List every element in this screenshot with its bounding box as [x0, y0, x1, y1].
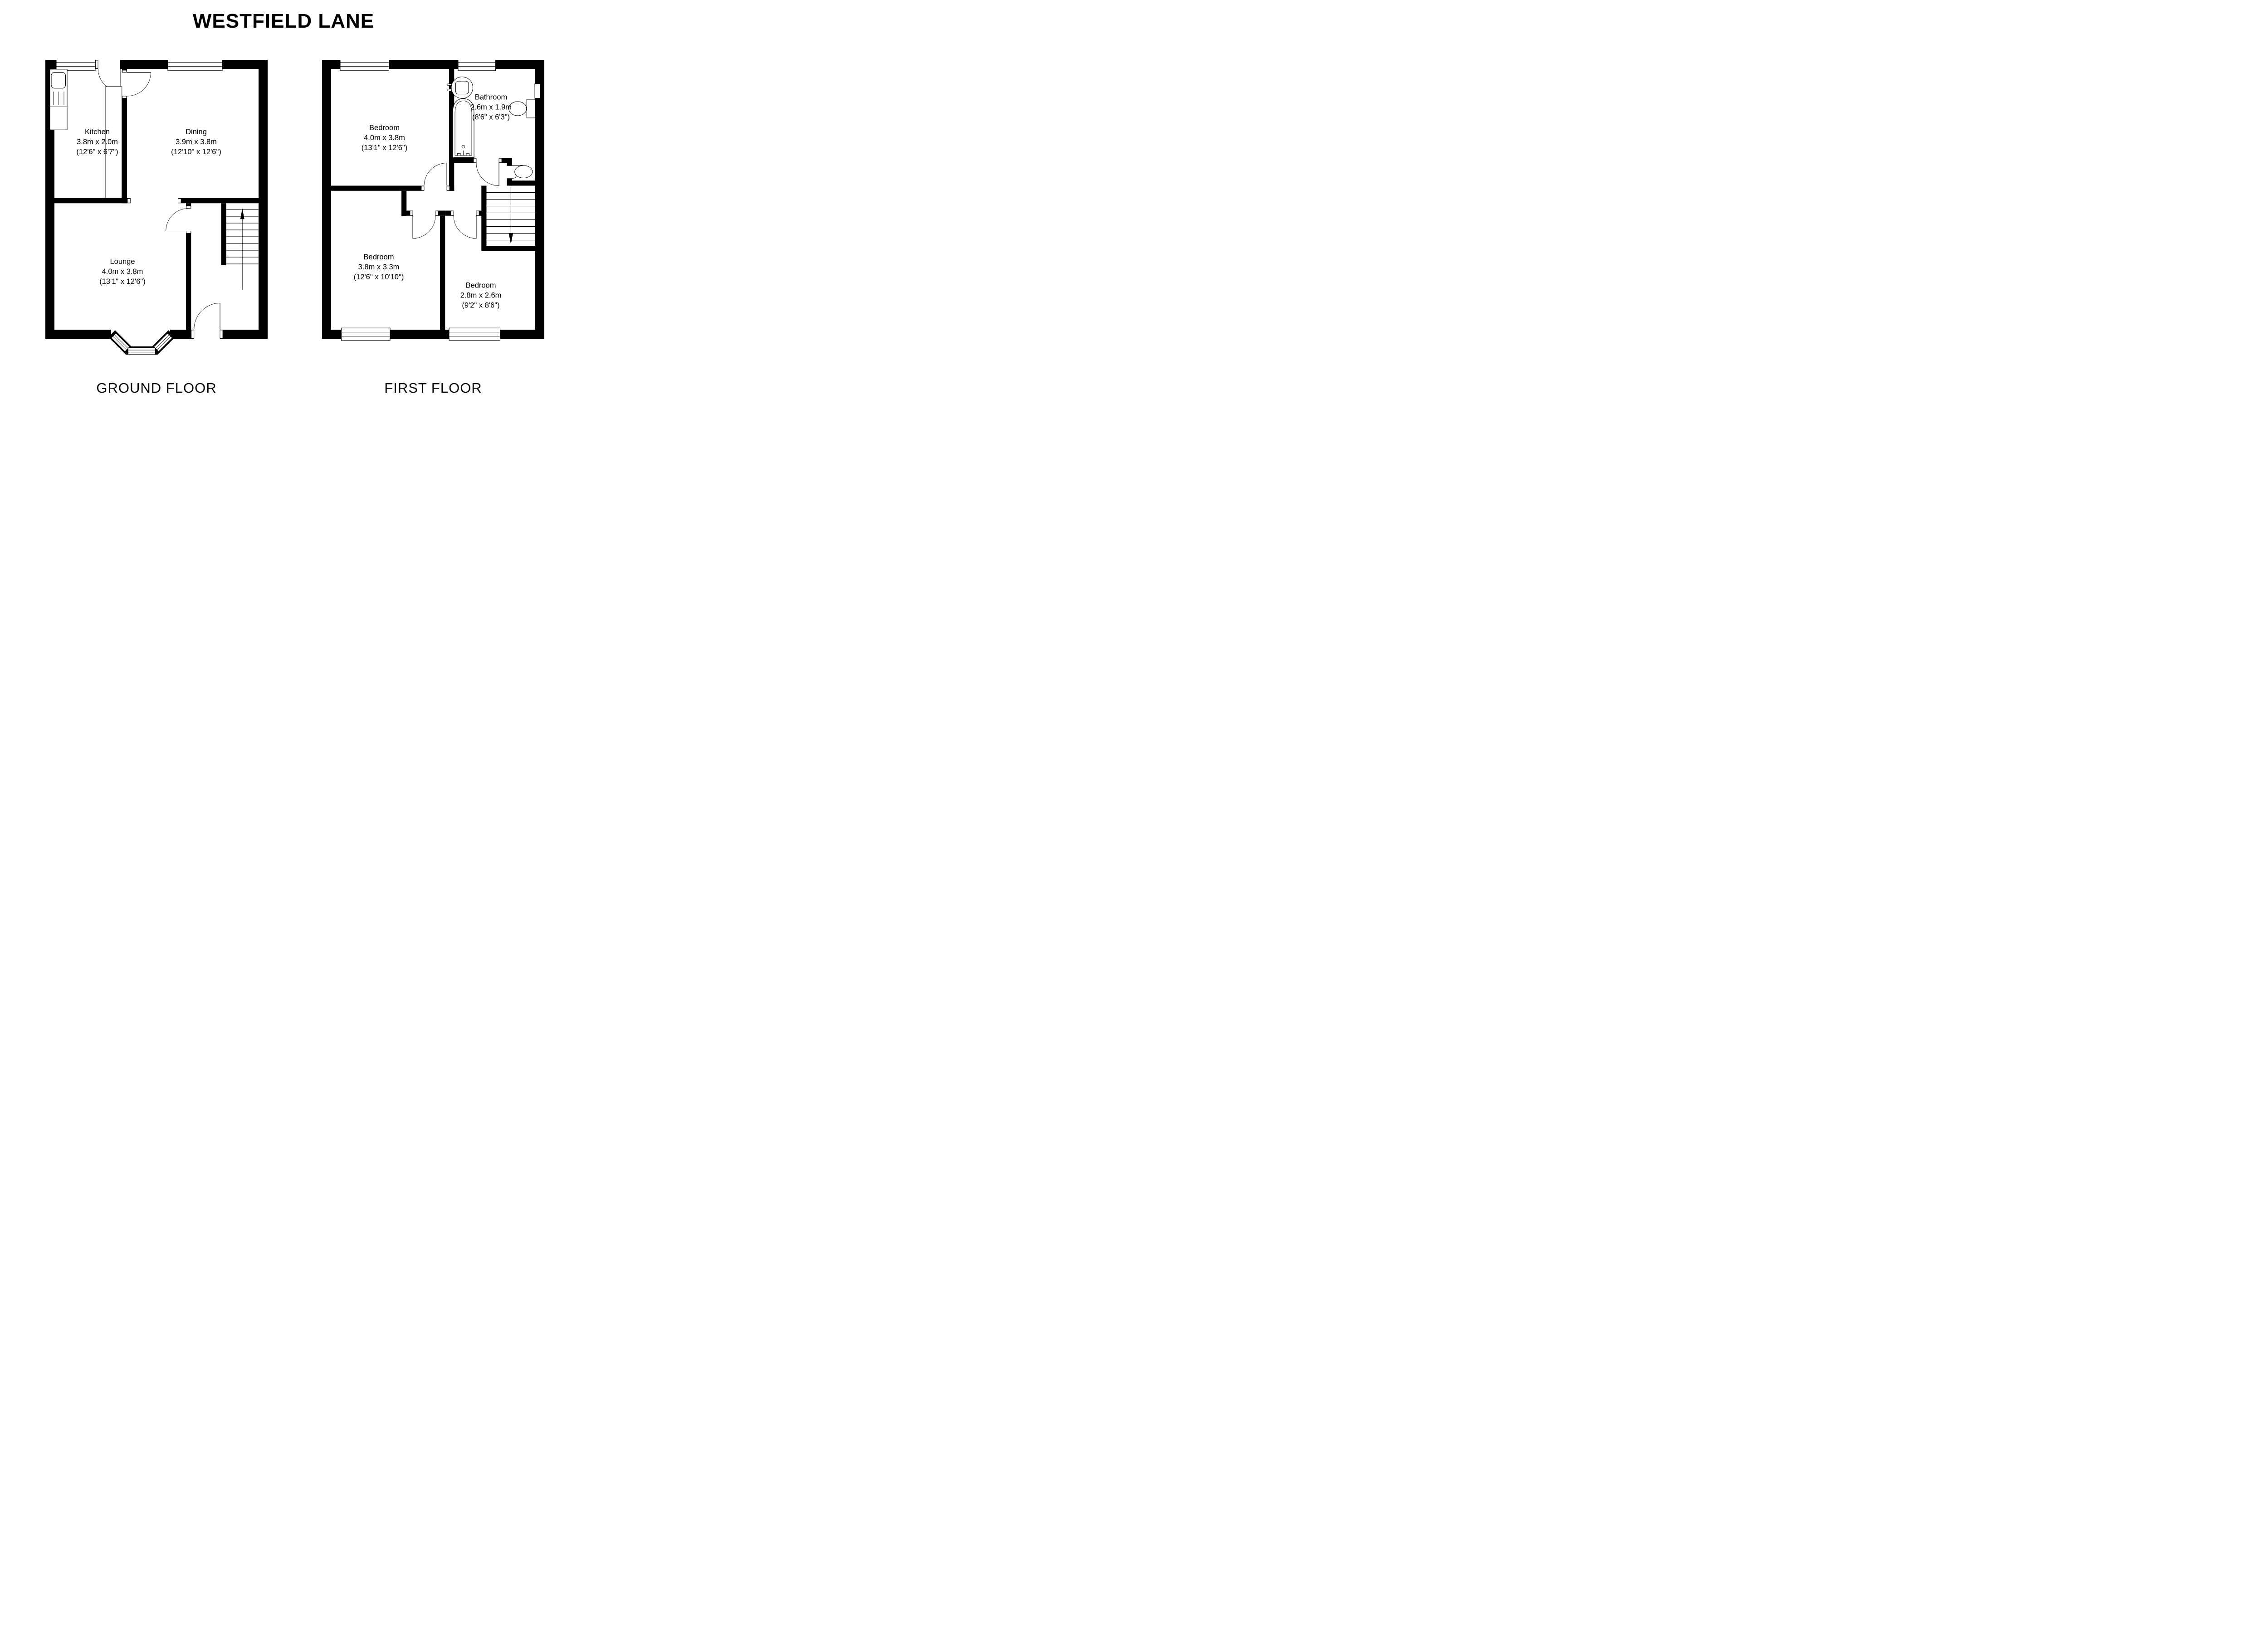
kitchen-dining-door-arc	[127, 72, 151, 97]
bath-tap-icon	[466, 153, 469, 156]
bath-tap-icon	[457, 153, 461, 156]
bedroom3-door	[450, 211, 479, 239]
bathroom-fixtures	[447, 77, 541, 158]
room-labels-ground: Kitchen 3.8m x 2.0m (12'6" x 6'7") Dinin…	[76, 128, 221, 286]
interior-walls	[331, 69, 535, 330]
bedroom2-door	[410, 211, 439, 239]
bedroom3-metric: 2.8m x 2.6m	[460, 292, 502, 300]
dining-label: Dining	[186, 128, 207, 136]
sink-drainer-lines	[53, 92, 64, 105]
cylinder-cupboard	[509, 165, 533, 179]
bedroom2-metric: 3.8m x 3.3m	[358, 263, 400, 271]
floorplan-page: WESTFIELD LANE	[0, 0, 567, 409]
bedroom3-door-arc	[453, 215, 477, 239]
kitchen-label: Kitchen	[85, 128, 110, 136]
bay-window	[108, 330, 176, 355]
kitchen-sink-icon	[51, 72, 66, 88]
hot-water-cylinder-icon	[514, 165, 533, 178]
bathroom-door	[473, 158, 502, 186]
stairs-up-arrow-icon	[240, 208, 244, 219]
lounge-label: Lounge	[110, 258, 135, 266]
toilet-icon	[508, 101, 527, 116]
dining-imperial: (12'10" x 12'6")	[171, 148, 221, 156]
dining-lounge-archway	[127, 198, 181, 203]
room-labels-first: Bedroom 4.0m x 3.8m (13'1" x 12'6") Bath…	[354, 93, 512, 310]
ground-floor-label: GROUND FLOOR	[96, 380, 217, 396]
bedroom2-door-arc	[412, 215, 436, 239]
bathroom-imperial: (8'6" x 6'3")	[472, 113, 510, 122]
bedroom2-window	[341, 327, 391, 341]
bedroom1-label: Bedroom	[369, 124, 400, 132]
stairs-down-arrow-icon	[508, 233, 513, 244]
bedroom3-imperial: (9'2" x 8'6")	[462, 302, 499, 310]
hall-lounge-door-arc	[166, 208, 189, 231]
bedroom1-metric: 4.0m x 3.8m	[364, 134, 405, 142]
basin-tap-icon	[447, 83, 452, 86]
bathtub-icon	[452, 98, 474, 158]
bedroom2-label: Bedroom	[364, 253, 394, 261]
bedroom2-imperial: (12'6" x 10'10")	[354, 273, 404, 281]
kitchen-imperial: (12'6" x 6'7")	[76, 148, 118, 156]
bedroom1-door-arc	[424, 163, 447, 186]
ground-floor-drawing: Kitchen 3.8m x 2.0m (12'6" x 6'7") Dinin…	[45, 60, 268, 355]
hall-lounge-door	[166, 206, 191, 234]
first-floor-plan: Bedroom 4.0m x 3.8m (13'1" x 12'6") Bath…	[322, 60, 544, 355]
kitchen-counter	[49, 69, 122, 199]
dining-metric: 3.9m x 3.8m	[176, 138, 217, 146]
chimney-recess	[534, 83, 541, 98]
basin-tap-icon	[447, 89, 452, 91]
bedroom1-imperial: (13'1" x 12'6")	[362, 144, 407, 152]
lounge-imperial: (13'1" x 12'6")	[99, 278, 145, 286]
first-floor-drawing: Bedroom 4.0m x 3.8m (13'1" x 12'6") Bath…	[322, 60, 544, 341]
front-door-arc	[194, 302, 220, 330]
wash-basin-icon	[451, 77, 473, 99]
kitchen-window	[56, 60, 96, 71]
staircase-first	[486, 187, 535, 244]
lounge-metric: 4.0m x 3.8m	[102, 268, 143, 276]
staircase-ground	[226, 208, 259, 290]
dining-window	[167, 60, 223, 71]
front-door	[191, 302, 223, 339]
bathroom-metric: 2.6m x 1.9m	[470, 103, 512, 112]
bedroom3-window	[449, 327, 500, 341]
bedroom1-door	[421, 163, 450, 191]
toilet-cistern-icon	[526, 99, 536, 118]
first-floor-label: FIRST FLOOR	[384, 380, 482, 396]
bathroom-window	[458, 60, 496, 71]
kitchen-metric: 3.8m x 2.0m	[77, 138, 118, 146]
interior-walls	[54, 69, 259, 330]
ground-floor-plan: Kitchen 3.8m x 2.0m (12'6" x 6'7") Dinin…	[45, 60, 268, 355]
page-title: WESTFIELD LANE	[192, 10, 375, 32]
bathroom-door-arc	[476, 163, 499, 186]
back-door	[95, 60, 121, 92]
bedroom3-label: Bedroom	[466, 282, 496, 290]
bedroom1-window	[340, 60, 389, 71]
kitchen-units	[105, 86, 122, 199]
bathroom-label: Bathroom	[475, 93, 508, 102]
kitchen-dining-door	[122, 70, 151, 98]
